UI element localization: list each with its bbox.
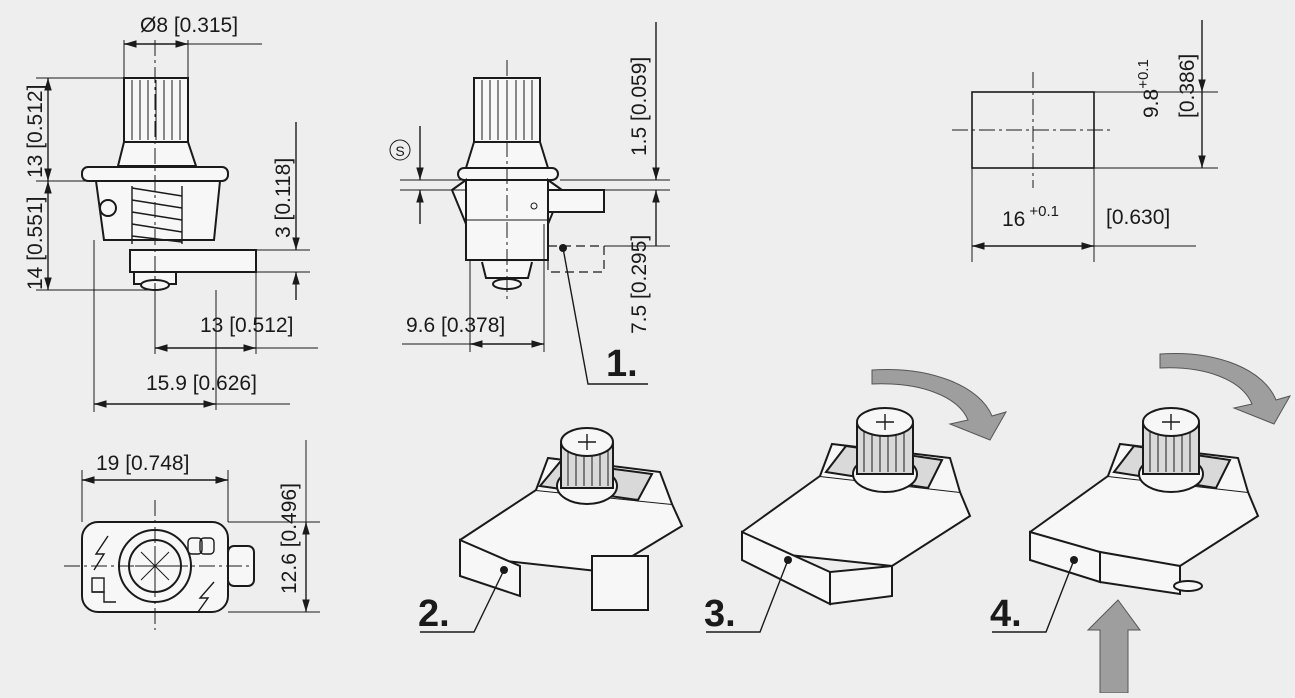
front-view-dimensions: S 1.5 [0.059] 7.5 [0.295] 9.6 [0.378] 1. — [389, 22, 670, 385]
step-label-4: 4. — [990, 593, 1022, 635]
push-up-arrow-icon — [1086, 599, 1141, 694]
dim-height-1-5: 1.5 [0.059] — [628, 57, 651, 156]
top-view — [64, 500, 255, 630]
rotate-arrow-icon — [871, 368, 1008, 441]
rotate-arrow-icon-2 — [1159, 352, 1292, 425]
panel-cutout: 9.8+0.1 [0.386] 16+0.1 [0.630] — [952, 20, 1218, 262]
step-label-3: 3. — [704, 593, 736, 635]
assembly-step-4: 4. — [990, 352, 1292, 694]
dim-height-7-5: 7.5 [0.295] — [628, 235, 651, 334]
dim-cutout-height: 9.8+0.1 — [1135, 59, 1163, 118]
dim-cutout-width: 16+0.1 — [1002, 203, 1059, 231]
dim-cutout-width-inch: [0.630] — [1106, 206, 1170, 229]
side-view — [81, 40, 257, 300]
dim-height-3: 3 [0.118] — [272, 158, 295, 238]
dim-width-15-9: 15.9 [0.626] — [146, 372, 257, 395]
dim-width-13: 13 [0.512] — [200, 314, 293, 337]
assembly-step-2: 2. — [418, 427, 684, 635]
dim-cutout-height-inch: [0.386] — [1176, 54, 1199, 118]
dim-width-19: 19 [0.748] — [96, 452, 189, 475]
dim-width-9-6: 9.6 [0.378] — [406, 314, 505, 337]
step-label-1: 1. — [606, 343, 638, 385]
side-view-dimensions: Ø8 [0.315] 13 [0.512] 14 [0.551] 3 [0.11… — [24, 14, 318, 412]
dim-height-12-6: 12.6 [0.496] — [278, 483, 301, 594]
dim-s: S — [395, 143, 404, 159]
top-view-dimensions: 19 [0.748] 12.6 [0.496] — [81, 440, 320, 613]
front-view — [450, 60, 605, 300]
dim-diameter-8: Ø8 [0.315] — [140, 14, 238, 37]
step-label-2: 2. — [418, 593, 450, 635]
dim-height-13: 13 [0.512] — [24, 85, 47, 178]
dim-height-14: 14 [0.551] — [24, 197, 47, 290]
s-marker-circle — [389, 139, 411, 161]
assembly-step-3: 3. — [704, 368, 1008, 635]
